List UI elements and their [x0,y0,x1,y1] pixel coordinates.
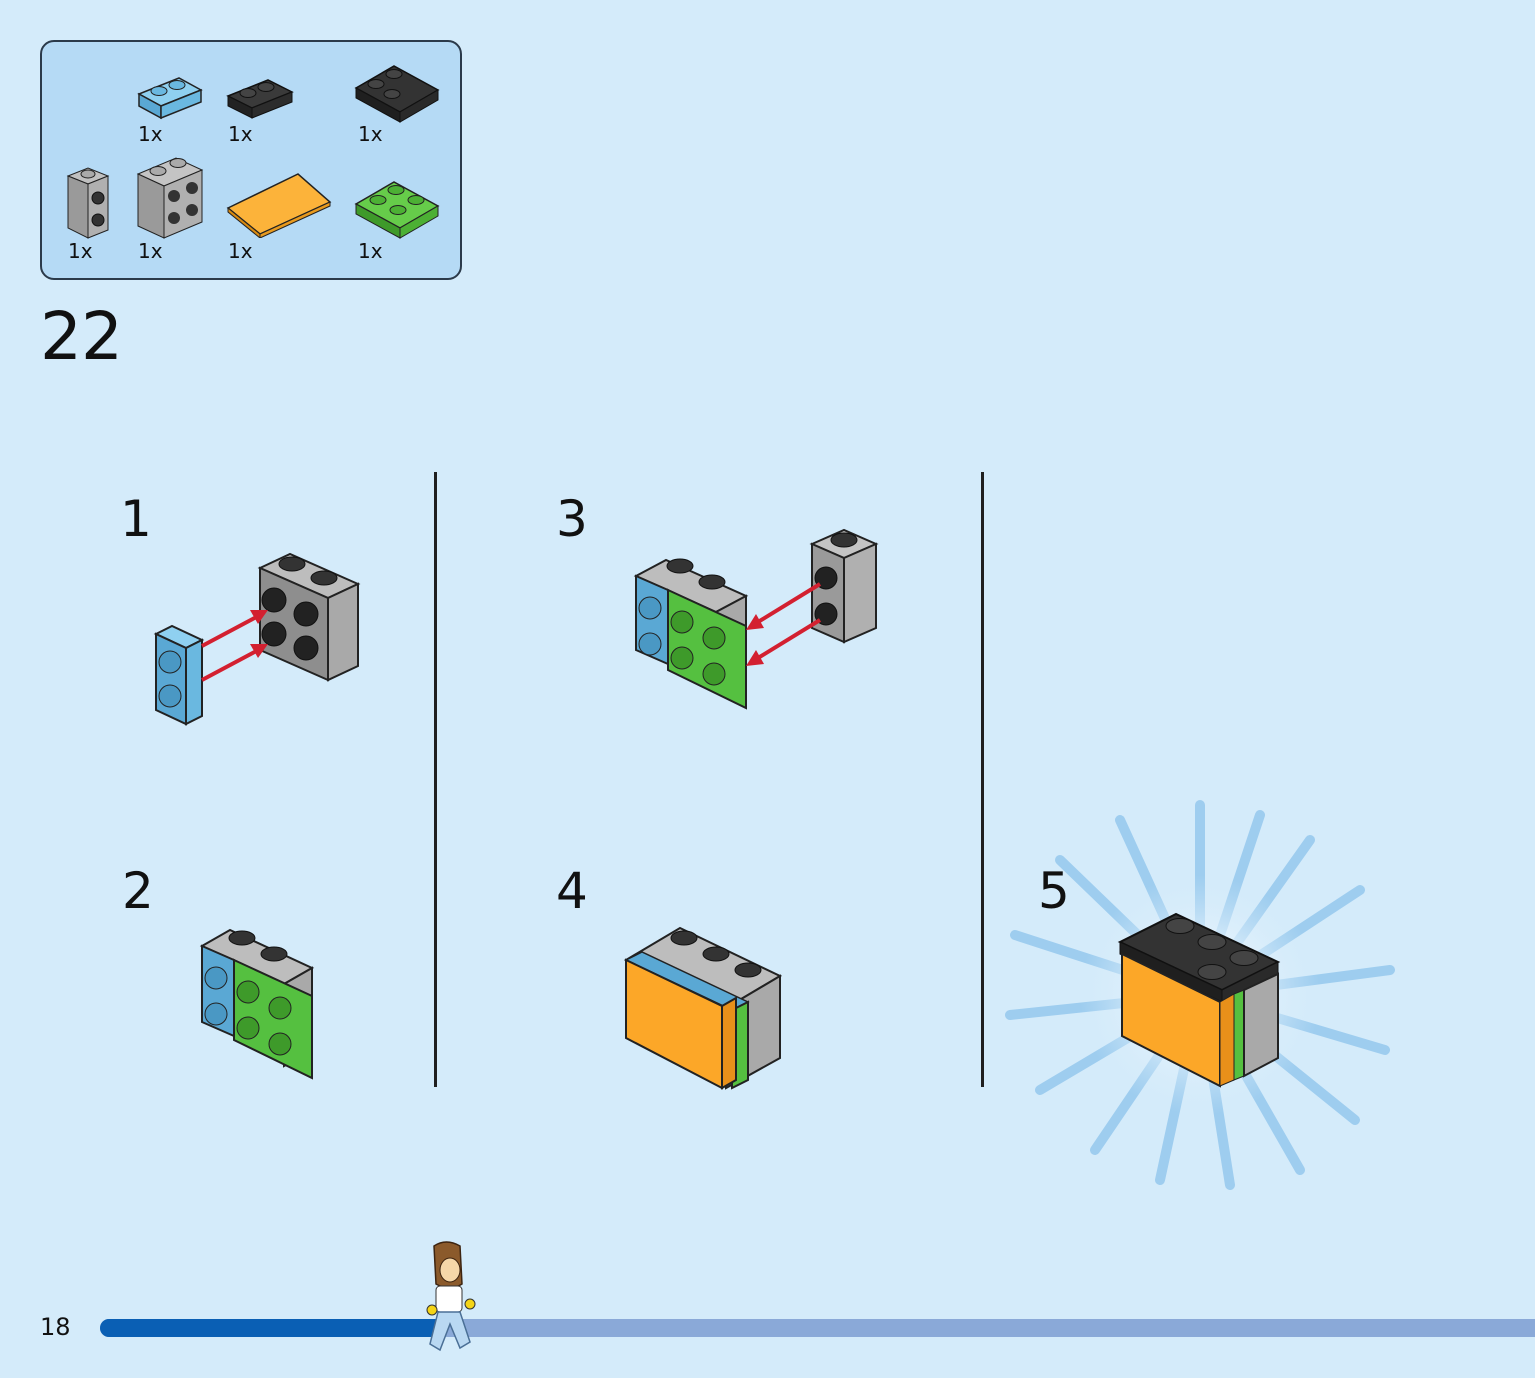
substep-number: 4 [556,862,588,920]
substep-number: 2 [122,862,154,920]
green-plate-2x2-icon [354,181,440,239]
black-plate-1x2-icon [226,79,294,119]
substep-number: 3 [556,490,588,548]
parts-list-box: 1x 1x 1x 1x 1x 1x [40,40,462,280]
part-quantity: 1x [228,239,253,263]
part-quantity: 1x [228,122,253,146]
minifigure-walking-icon [426,1241,476,1352]
blue-green-plates-on-gray-brick-illustration [199,928,315,1080]
part-quantity: 1x [68,239,93,263]
column-divider [981,472,984,1087]
blue-plate-1x2-icon [137,77,203,120]
completed-battery-model-with-glow-illustration [1005,800,1395,1190]
gray-brick-1x2-studs-side-icon [136,157,204,239]
page-number: 18 [40,1313,71,1341]
substep-number: 1 [120,490,152,548]
substep-number: 5 [1038,862,1070,920]
add-orange-tile-illustration [623,926,783,1090]
black-plate-2x2-corner-icon [354,65,440,123]
column-divider [434,472,437,1087]
gray-brick-1x1-studs-side-icon [66,167,110,239]
attach-blue-plate-to-gray-brick-illustration [153,552,361,726]
step-number: 22 [40,298,123,375]
attach-gray-brick-to-side-illustration [633,528,879,710]
part-quantity: 1x [138,122,163,146]
part-quantity: 1x [358,239,383,263]
part-quantity: 1x [358,122,383,146]
part-quantity: 1x [138,239,163,263]
progress-fill [100,1319,444,1337]
orange-tile-2x4-icon [226,173,332,238]
